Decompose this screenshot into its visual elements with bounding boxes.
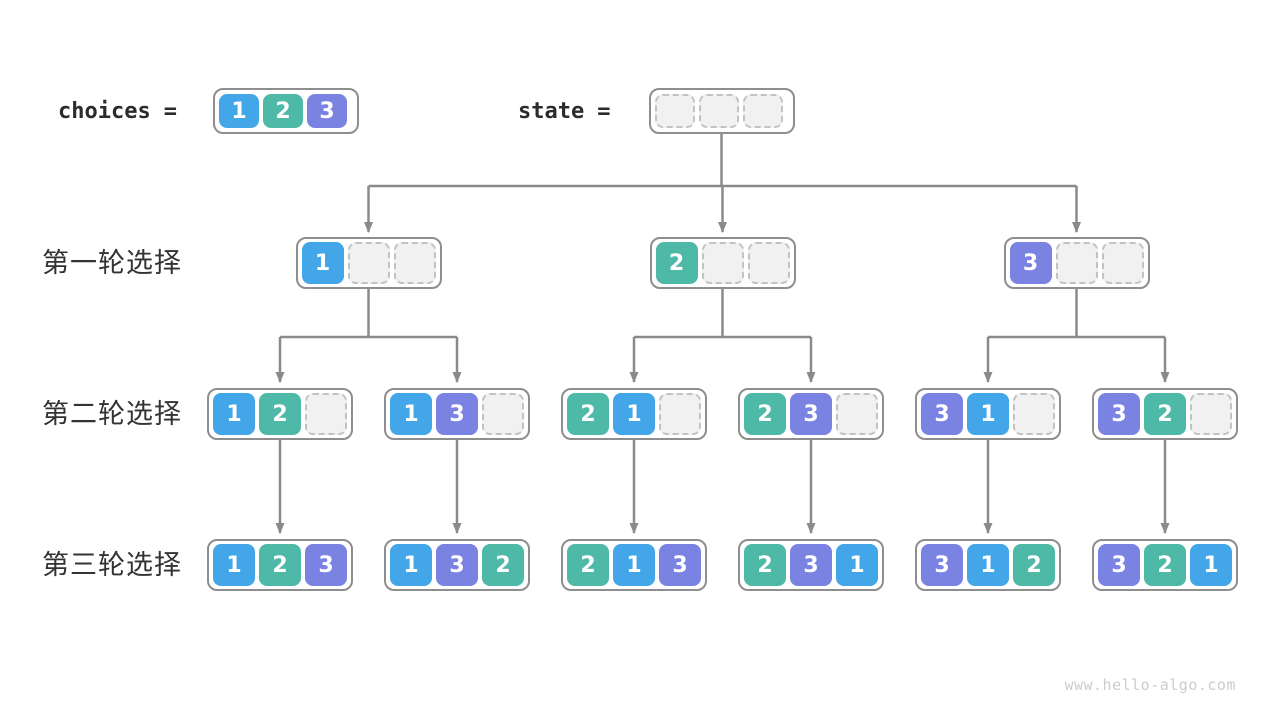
cell-value-3: 3 xyxy=(436,544,478,586)
cell-value-2: 2 xyxy=(259,544,301,586)
cell-empty xyxy=(482,393,524,435)
cell-empty xyxy=(701,242,744,284)
cell-value-3: 3 xyxy=(307,94,347,128)
cell-value-2: 2 xyxy=(655,242,698,284)
cell-value-1: 1 xyxy=(967,393,1009,435)
round-1-label: 第一轮选择 xyxy=(42,248,182,278)
cell-value-2: 2 xyxy=(744,393,786,435)
cell-empty xyxy=(742,94,783,128)
cell-value-2: 2 xyxy=(263,94,303,128)
choices-expression: choices = xyxy=(58,88,177,134)
cell-empty xyxy=(1055,242,1098,284)
cell-value-1: 1 xyxy=(390,544,432,586)
cell-value-3: 3 xyxy=(659,544,701,586)
cell-value-2: 2 xyxy=(1013,544,1055,586)
cell-empty xyxy=(393,242,436,284)
state-box xyxy=(648,88,795,134)
node-round1-2: 2 xyxy=(649,237,796,289)
choices-label: choices xyxy=(58,98,151,124)
cell-empty xyxy=(1101,242,1144,284)
state-label: state xyxy=(518,98,585,124)
cell-value-2: 2 xyxy=(482,544,524,586)
cell-value-2: 2 xyxy=(567,544,609,586)
node-round1-1: 1 xyxy=(295,237,442,289)
cell-empty xyxy=(836,393,878,435)
cell-value-1: 1 xyxy=(967,544,1009,586)
cell-empty xyxy=(659,393,701,435)
cell-empty xyxy=(305,393,347,435)
cell-empty xyxy=(747,242,790,284)
cell-value-3: 3 xyxy=(1009,242,1052,284)
round-3-label: 第三轮选择 xyxy=(42,550,182,580)
cell-value-2: 2 xyxy=(567,393,609,435)
cell-value-1: 1 xyxy=(213,544,255,586)
cell-value-1: 1 xyxy=(1190,544,1232,586)
state-expression: state = xyxy=(518,88,610,134)
cell-value-2: 2 xyxy=(1144,544,1186,586)
cell-value-3: 3 xyxy=(790,393,832,435)
cell-empty xyxy=(698,94,739,128)
cell-value-1: 1 xyxy=(219,94,259,128)
watermark: www.hello-algo.com xyxy=(1064,676,1236,694)
cell-empty xyxy=(654,94,695,128)
cell-value-1: 1 xyxy=(301,242,344,284)
cell-empty xyxy=(1190,393,1232,435)
cell-value-3: 3 xyxy=(790,544,832,586)
cell-value-3: 3 xyxy=(436,393,478,435)
cell-value-3: 3 xyxy=(921,544,963,586)
cell-empty xyxy=(347,242,390,284)
cell-value-1: 1 xyxy=(613,544,655,586)
state-equals-sign: = xyxy=(597,98,611,124)
node-round1-3: 3 xyxy=(1003,237,1150,289)
cell-value-2: 2 xyxy=(744,544,786,586)
cell-value-2: 2 xyxy=(1144,393,1186,435)
cell-value-1: 1 xyxy=(836,544,878,586)
cell-value-3: 3 xyxy=(305,544,347,586)
cell-value-1: 1 xyxy=(390,393,432,435)
cell-value-1: 1 xyxy=(213,393,255,435)
cell-value-2: 2 xyxy=(259,393,301,435)
cell-value-3: 3 xyxy=(1098,544,1140,586)
round-2-label: 第二轮选择 xyxy=(42,399,182,429)
cell-empty xyxy=(1013,393,1055,435)
cell-value-3: 3 xyxy=(921,393,963,435)
cell-value-3: 3 xyxy=(1098,393,1140,435)
cell-value-1: 1 xyxy=(613,393,655,435)
choices-equals-sign: = xyxy=(163,98,177,124)
